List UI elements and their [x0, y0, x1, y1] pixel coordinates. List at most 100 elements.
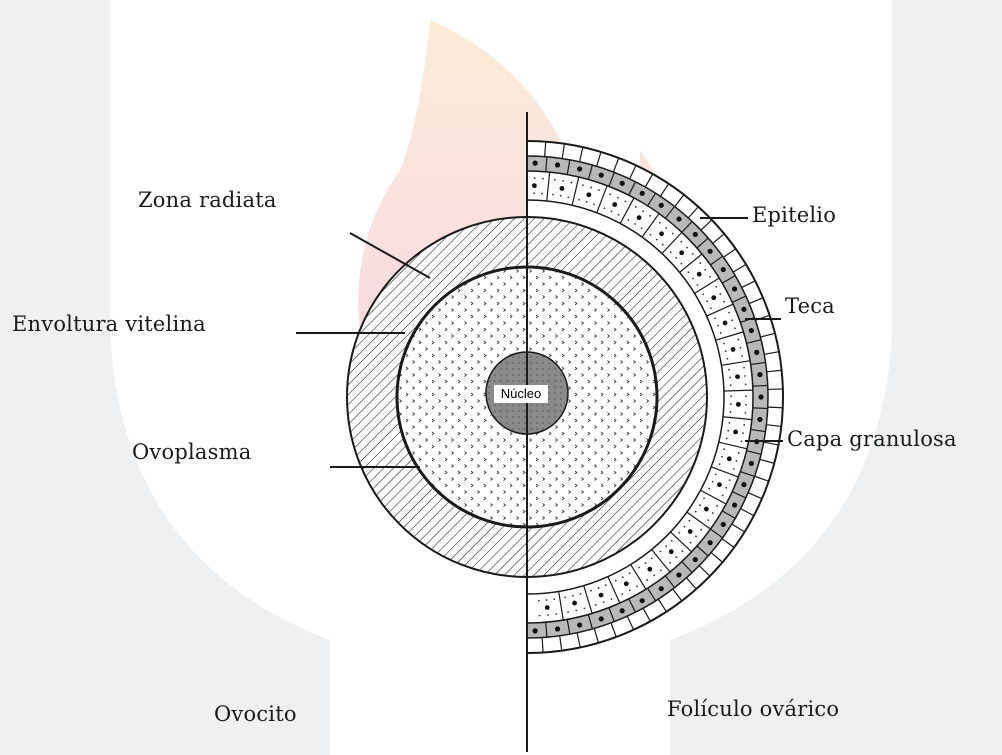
granulosa-granule: [615, 580, 617, 582]
granulosa-granule: [681, 263, 683, 265]
granulosa-granule: [575, 609, 577, 611]
granulosa-granule: [697, 284, 699, 286]
epitelio-cell-wall: [768, 407, 783, 408]
granulosa-granule: [745, 395, 747, 397]
granulosa-cell-nucleus: [733, 430, 738, 435]
granulosa-cell-nucleus: [572, 601, 577, 606]
teca-cell-dot: [599, 172, 604, 177]
teca-cell-dot: [577, 622, 582, 627]
granulosa-granule: [603, 601, 605, 603]
granulosa-granule: [670, 251, 672, 253]
granulosa-granule: [699, 504, 701, 506]
teca-cell-dot: [577, 166, 582, 171]
granulosa-granule: [690, 542, 692, 544]
granulosa-granule: [636, 585, 638, 587]
granulosa-granule: [582, 184, 584, 186]
granulosa-granule: [730, 411, 732, 413]
granulosa-cell-nucleus: [586, 192, 591, 197]
teca-cell-dot: [758, 394, 763, 399]
nucleus-label: Núcleo: [494, 385, 548, 403]
granulosa-granule: [646, 579, 648, 581]
granulosa-granule: [709, 276, 711, 278]
granulosa-granule: [695, 511, 697, 513]
granulosa-granule: [645, 562, 647, 564]
granulosa-granule: [580, 593, 582, 595]
granulosa-granule: [598, 189, 600, 191]
granulosa-granule: [680, 241, 682, 243]
granulosa-granule: [638, 567, 640, 569]
granulosa-cell-nucleus: [723, 321, 728, 326]
teca-cell-dot: [732, 286, 737, 291]
label-epitelio: Epitelio: [752, 203, 836, 227]
teca-cell-dot: [721, 267, 726, 272]
granulosa-granule: [662, 244, 664, 246]
granulosa-granule: [595, 604, 597, 606]
granulosa-granule: [675, 556, 677, 558]
granulosa-cell-nucleus: [735, 374, 740, 379]
granulosa-granule: [742, 432, 744, 434]
label-foliculo-ovarico: Folículo ovárico: [667, 697, 839, 721]
granulosa-granule: [739, 347, 741, 349]
granulosa-granule: [584, 607, 586, 609]
granulosa-granule: [634, 223, 636, 225]
granulosa-cell-nucleus: [624, 581, 629, 586]
teca-cell-dot: [693, 557, 698, 562]
granulosa-granule: [728, 312, 730, 314]
granulosa-granule: [578, 199, 580, 201]
granulosa-granule: [590, 187, 592, 189]
granulosa-cell-nucleus: [704, 507, 709, 512]
granulosa-granule: [547, 614, 549, 616]
granulosa-granule: [719, 293, 721, 295]
granulosa-granule: [704, 269, 706, 271]
teca-cell-dot: [757, 372, 762, 377]
granulosa-cell-wall: [520, 171, 521, 200]
granulosa-granule: [728, 422, 730, 424]
granulosa-granule: [627, 219, 629, 221]
granulosa-granule: [706, 300, 708, 302]
teca-cell-dot: [693, 232, 698, 237]
teca-cell-dot: [708, 249, 713, 254]
granulosa-granule: [567, 611, 569, 613]
label-capa-granulosa: Capa granulosa: [787, 427, 957, 451]
teca-cell-dot: [640, 191, 645, 196]
granulosa-granule: [708, 488, 710, 490]
granulosa-granule: [560, 195, 562, 197]
granulosa-granule: [730, 403, 732, 405]
granulosa-granule: [745, 383, 747, 385]
granulosa-granule: [695, 535, 697, 537]
teca-cell-dot: [555, 162, 560, 167]
granulosa-granule: [729, 377, 731, 379]
teca-cell-wall: [753, 385, 768, 386]
granulosa-granule: [715, 286, 717, 288]
label-ovoplasma: Ovoplasma: [132, 440, 251, 464]
granulosa-granule: [734, 327, 736, 329]
granulosa-cell-nucleus: [711, 295, 716, 300]
granulosa-granule: [712, 512, 714, 514]
teca-cell-dot: [620, 608, 625, 613]
granulosa-granule: [741, 441, 743, 443]
granulosa-granule: [728, 369, 730, 371]
granulosa-granule: [736, 460, 738, 462]
teca-cell-dot: [599, 616, 604, 621]
granulosa-granule: [730, 384, 732, 386]
granulosa-granule: [688, 520, 690, 522]
granulosa-granule: [712, 481, 714, 483]
granulosa-granule: [598, 587, 600, 589]
granulosa-granule: [702, 293, 704, 295]
granulosa-granule: [727, 430, 729, 432]
granulosa-granule: [715, 474, 717, 476]
teca-cell-dot: [708, 540, 713, 545]
granulosa-granule: [720, 332, 722, 334]
granulosa-granule: [681, 550, 683, 552]
granulosa-granule: [678, 532, 680, 534]
granulosa-granule: [572, 595, 574, 597]
granulosa-cell-nucleus: [659, 231, 664, 236]
granulosa-granule: [692, 278, 694, 280]
granulosa-granule: [659, 551, 661, 553]
granulosa-granule: [684, 526, 686, 528]
teca-cell-dot: [749, 328, 754, 333]
granulosa-granule: [649, 215, 651, 217]
granulosa-granule: [611, 598, 613, 600]
label-zona-radiata: Zona radiata: [138, 188, 277, 212]
granulosa-granule: [730, 395, 732, 397]
